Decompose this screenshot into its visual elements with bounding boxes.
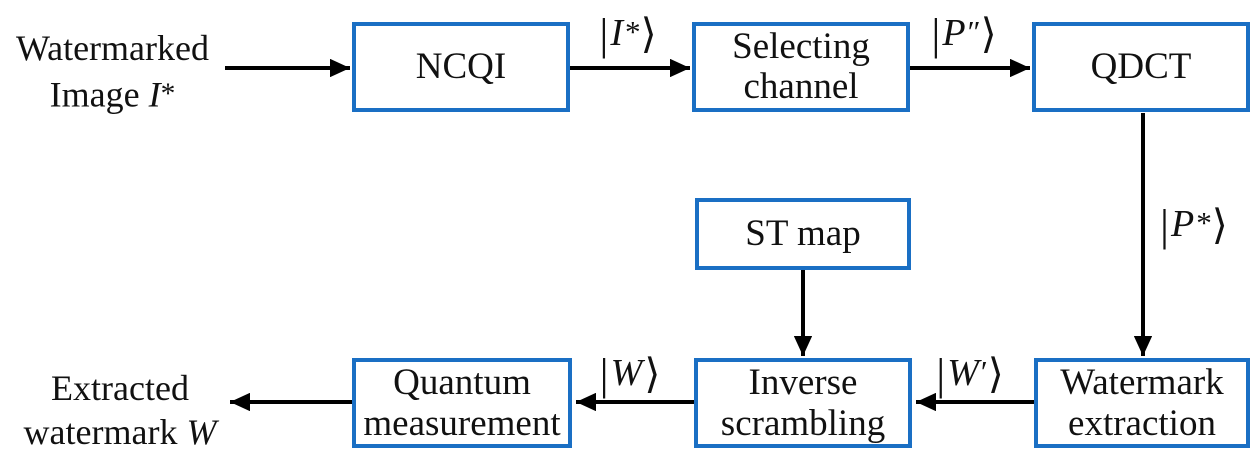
box-watermark-extraction-line1: Watermark xyxy=(1060,362,1224,403)
box-ncqi-label: NCQI xyxy=(415,46,507,87)
box-inverse-scrambling: Inverse scrambling xyxy=(694,358,912,448)
box-inverse-scrambling-line2: scrambling xyxy=(720,403,886,444)
ket-label-p-star: |P*⟩ xyxy=(1160,200,1228,250)
ket-label-p-doubleprime: |P″⟩ xyxy=(931,9,997,59)
input-label-line1: Watermarked xyxy=(16,28,209,68)
box-st-map: ST map xyxy=(695,198,911,270)
ket-label-i-star: |I*⟩ xyxy=(599,9,657,59)
box-ncqi: NCQI xyxy=(352,22,570,112)
box-selecting-channel: Selecting channel xyxy=(692,22,910,112)
ket-label-w-prime: |W′⟩ xyxy=(936,349,1004,399)
output-label-line2: watermark W xyxy=(23,412,217,452)
box-watermark-extraction: Watermark extraction xyxy=(1034,358,1250,448)
box-selecting-channel-line1: Selecting xyxy=(732,26,870,67)
input-label-line2: Image I* xyxy=(49,74,176,115)
box-inverse-scrambling-line1: Inverse xyxy=(748,362,858,403)
ket-label-w: |W⟩ xyxy=(599,349,661,399)
box-st-map-label: ST map xyxy=(745,213,861,254)
input-label-watermarked-image: Watermarked Image I* xyxy=(5,25,220,118)
output-label-line1: Extracted xyxy=(51,368,189,408)
output-label-extracted-watermark: Extracted watermark W xyxy=(5,366,235,453)
box-qdct: QDCT xyxy=(1032,22,1250,112)
box-quantum-measurement: Quantum measurement xyxy=(352,358,572,448)
box-watermark-extraction-line2: extraction xyxy=(1068,403,1216,444)
box-quantum-measurement-line1: Quantum xyxy=(393,362,531,403)
box-selecting-channel-line2: channel xyxy=(743,66,859,107)
box-quantum-measurement-line2: measurement xyxy=(363,403,561,444)
box-qdct-label: QDCT xyxy=(1090,46,1192,87)
